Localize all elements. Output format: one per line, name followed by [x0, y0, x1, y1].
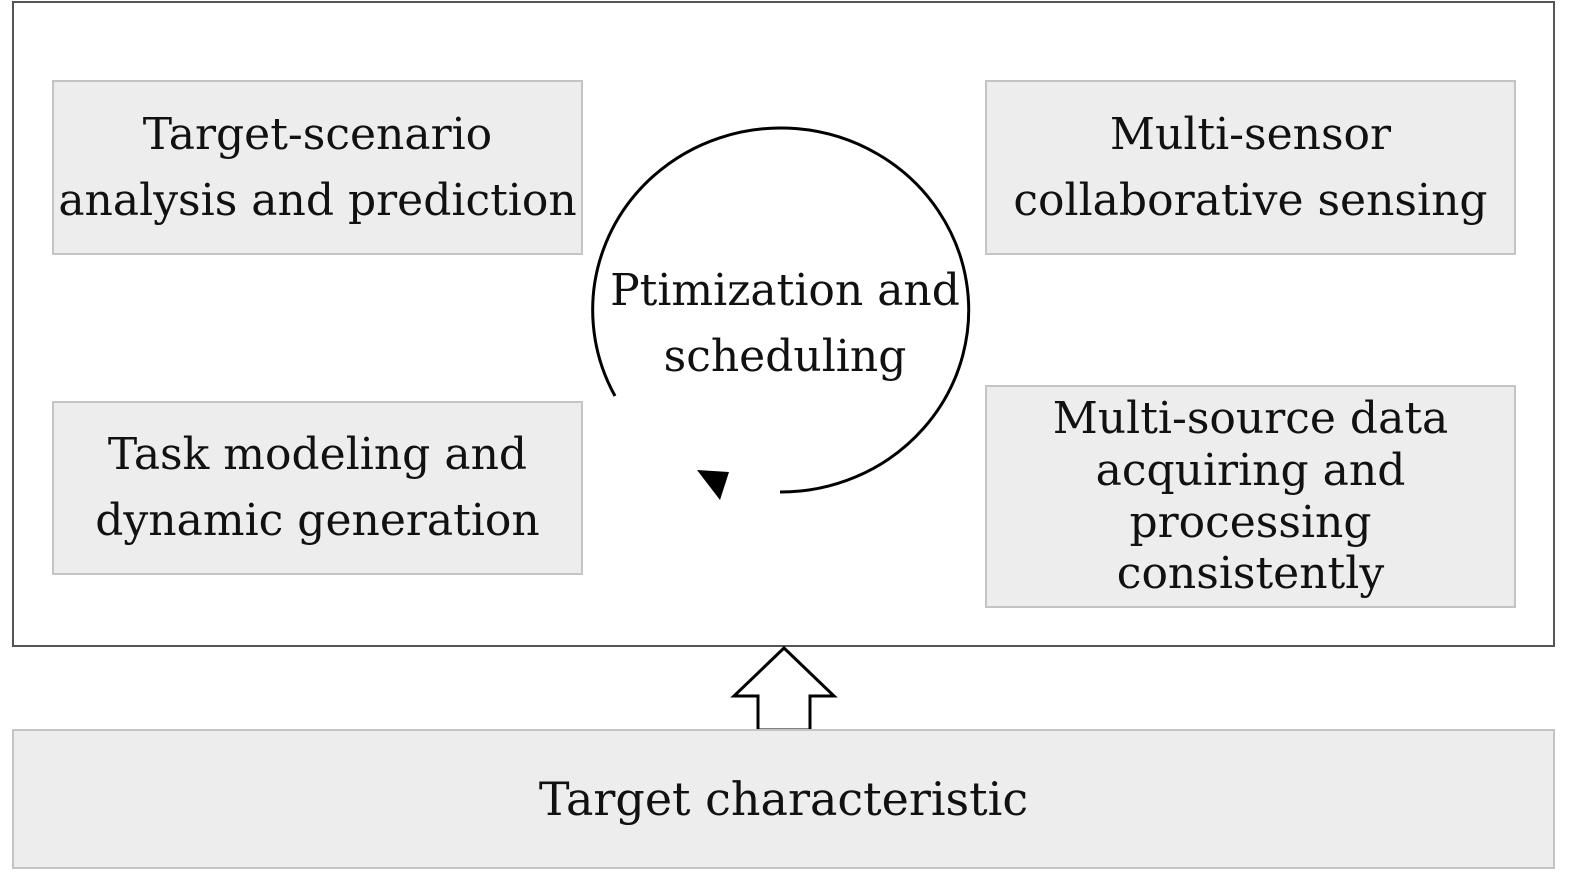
multi-source-data-label: Multi-source data acquiring and processi… [1052, 392, 1449, 600]
multi-source-data-box: Multi-source data acquiring and processi… [985, 385, 1516, 608]
target-characteristic-box: Target characteristic [12, 729, 1555, 869]
up-arrow-icon [730, 645, 838, 732]
cycle-arc [591, 126, 971, 494]
multi-sensor-box: Multi-sensor collaborative sensing [985, 80, 1516, 255]
cycle-arrow [591, 126, 971, 500]
target-scenario-label: Target-scenario analysis and prediction [58, 108, 577, 226]
optimization-scheduling-label: Ptimization and scheduling [610, 265, 960, 382]
cycle-arrowhead [697, 470, 729, 500]
task-modeling-box: Task modeling and dynamic generation [52, 401, 583, 575]
target-scenario-box: Target-scenario analysis and prediction [52, 80, 583, 255]
target-characteristic-label: Target characteristic [538, 771, 1029, 826]
multi-sensor-label: Multi-sensor collaborative sensing [1013, 108, 1488, 226]
task-modeling-label: Task modeling and dynamic generation [95, 429, 540, 546]
